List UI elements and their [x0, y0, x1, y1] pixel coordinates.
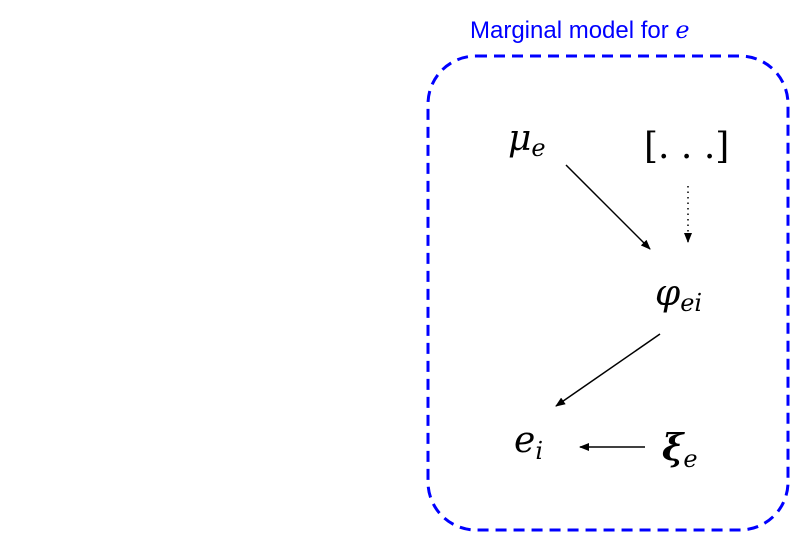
marginal-model-box	[426, 54, 790, 532]
node-dots: [. . .]	[644, 126, 729, 167]
edge-phi-e	[555, 333, 661, 407]
node-e: ei	[514, 420, 543, 465]
node-mu: μe	[508, 118, 546, 162]
edge-mu-phi	[565, 164, 651, 250]
node-phi: φei	[655, 273, 702, 317]
node-xi: ξe	[662, 427, 698, 473]
box-title: Marginal model for e	[470, 16, 690, 44]
